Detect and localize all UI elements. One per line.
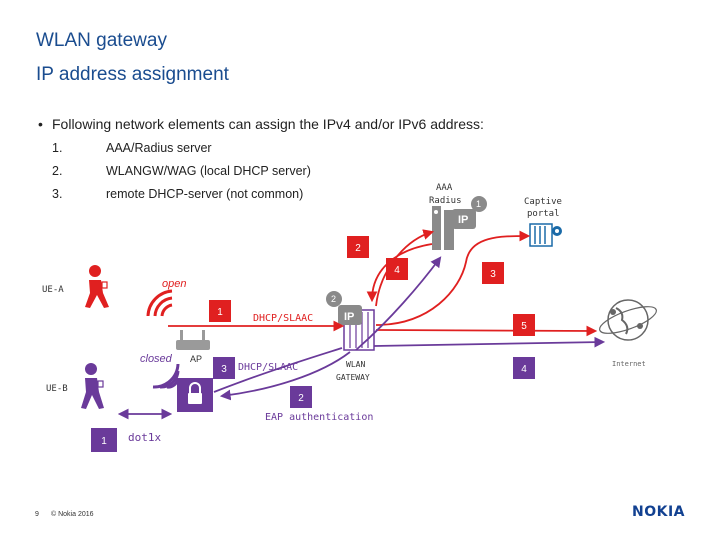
- internet-globe-icon: [599, 299, 657, 341]
- lock-icon: [177, 378, 213, 412]
- bullet-text: • Following network elements can assign t…: [38, 116, 484, 132]
- red-step-box-4: 4: [386, 258, 408, 280]
- captive-portal-icon: [529, 223, 562, 247]
- radius-label: Radius: [429, 196, 462, 206]
- red-arrow-internet: [375, 325, 598, 337]
- gateway-label: GATEWAY: [336, 373, 370, 382]
- ue-a-label: UE-A: [42, 285, 64, 295]
- closed-wifi-icon: [152, 363, 180, 389]
- nokia-logo: NOKIA: [632, 504, 686, 520]
- open-wifi-icon: [146, 289, 173, 317]
- red-step-number: 1: [217, 307, 223, 318]
- bullet-dot-icon: •: [38, 116, 43, 132]
- purple-step-number: 2: [298, 393, 304, 404]
- purple-step-number: 1: [101, 436, 107, 447]
- gw-ip-badge-number: 2: [331, 294, 336, 304]
- red-step-box-5: 5: [513, 314, 535, 336]
- ap-label: AP: [190, 354, 202, 364]
- ue-b-person-icon: [81, 363, 104, 409]
- list-item-number: 3.: [52, 187, 63, 201]
- purple-step-box-3: 3: [213, 357, 235, 379]
- purple-step-number: 4: [521, 364, 527, 375]
- open-label: open: [162, 278, 186, 290]
- eap-label: EAP authentication: [265, 412, 373, 423]
- aaa-ip-badge-number: 1: [476, 199, 481, 209]
- ue-a-person-icon: [85, 265, 109, 308]
- list-item-text: AAA/Radius server: [106, 141, 212, 155]
- purple-arrow-internet: [373, 336, 606, 348]
- bullet-label: Following network elements can assign th…: [52, 116, 484, 132]
- list-item-text: remote DHCP-server (not common): [106, 187, 304, 201]
- dhcp-red-label: DHCP/SLAAC: [253, 313, 313, 324]
- red-step-box-1: 1: [209, 300, 231, 322]
- red-step-number: 5: [521, 321, 527, 332]
- red-step-box-3: 3: [482, 262, 504, 284]
- purple-step-box-2: 2: [290, 386, 312, 408]
- list-item-number: 1.: [52, 141, 63, 155]
- dot1x-label: dot1x: [128, 431, 161, 444]
- closed-label: closed: [140, 353, 173, 365]
- list-item-text: WLANGW/WAG (local DHCP server): [106, 164, 311, 178]
- dhcp-purple-label: DHCP/SLAAC: [238, 362, 298, 373]
- red-arrow-captive: [375, 230, 531, 326]
- wlan-label: WLAN: [346, 360, 365, 369]
- purple-step-box-1: 1: [91, 428, 117, 452]
- red-step-box-2: 2: [347, 236, 369, 258]
- aaa-server-icon: [432, 196, 487, 250]
- slide-title: WLAN gateway: [36, 30, 167, 51]
- gw-ip-badge: IP: [344, 311, 354, 323]
- slide-subtitle: IP address assignment: [36, 64, 229, 85]
- purple-arrow-to-gw: [213, 347, 343, 393]
- purple-step-box-4: 4: [513, 357, 535, 379]
- wlan-gateway-icon: [326, 291, 375, 351]
- internet-label: Internet: [612, 360, 646, 368]
- aaa-label: AAA: [436, 183, 453, 193]
- list-item-number: 2.: [52, 164, 63, 178]
- aaa-ip-badge: IP: [458, 214, 468, 226]
- page-number: 9: [35, 511, 39, 518]
- copyright: © Nokia 2016: [51, 511, 94, 518]
- access-point-icon: [176, 330, 210, 350]
- red-step-number: 2: [355, 243, 361, 254]
- ue-b-label: UE-B: [46, 384, 68, 394]
- purple-arrow-eap: [355, 256, 442, 351]
- red-step-number: 4: [394, 265, 400, 276]
- captive-label-1: Captive: [524, 197, 562, 207]
- red-step-number: 3: [490, 269, 496, 280]
- captive-label-2: portal: [527, 209, 560, 219]
- purple-step-number: 3: [221, 364, 227, 375]
- purple-arrow-dhcp-return: [219, 351, 351, 401]
